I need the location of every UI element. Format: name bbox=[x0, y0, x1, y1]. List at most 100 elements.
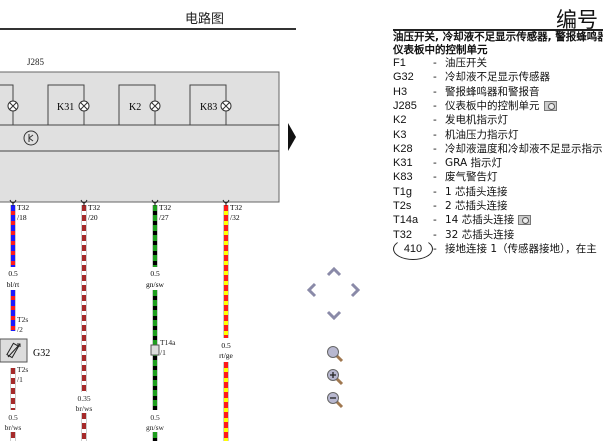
pan-up-icon[interactable] bbox=[326, 262, 342, 281]
legend-desc-text: 32 芯插头连接 bbox=[445, 228, 515, 241]
legend-dash: - bbox=[433, 99, 437, 112]
legend-desc-text: 1 芯插头连接 bbox=[445, 185, 508, 198]
wire-size: 0.35 bbox=[77, 394, 90, 403]
legend-dash: - bbox=[433, 200, 437, 212]
legend-title: 编号 bbox=[556, 8, 598, 32]
wire-color: br/ws bbox=[5, 423, 22, 432]
page-title: 电路图 bbox=[185, 12, 225, 27]
wire-color: gn/sw bbox=[146, 423, 165, 432]
lamp-label-k83: K83 bbox=[200, 102, 217, 113]
transistor-icon bbox=[23, 130, 39, 146]
legend-dash: - bbox=[433, 142, 437, 155]
pin-label: /32 bbox=[230, 213, 240, 222]
lamp-icon bbox=[7, 100, 19, 112]
pan-right-icon[interactable] bbox=[350, 282, 361, 302]
zoom-fit-icon[interactable] bbox=[326, 345, 344, 367]
legend-heading-line: 仪表板中的控制单元 bbox=[393, 43, 488, 56]
legend-dash: - bbox=[433, 71, 437, 84]
legend-code: H3 bbox=[393, 85, 408, 98]
legend-desc: 14 芯插头连接 bbox=[445, 213, 532, 227]
pin-label: /1 bbox=[17, 375, 23, 384]
camera-icon[interactable] bbox=[543, 100, 557, 111]
legend-desc-text: 废气警告灯 bbox=[445, 171, 498, 184]
legend-code: T14a bbox=[393, 214, 419, 227]
legend-dash: - bbox=[433, 228, 437, 241]
pan-down-icon[interactable] bbox=[326, 305, 342, 324]
legend-desc: 油压开关 bbox=[445, 56, 487, 70]
lamp-label-k2: K2 bbox=[129, 102, 141, 113]
legend-dash: - bbox=[433, 157, 437, 170]
connector-label: T2s bbox=[17, 315, 28, 324]
legend-dash: - bbox=[433, 85, 437, 98]
lamp-icon bbox=[149, 100, 161, 112]
lamp-icon bbox=[220, 100, 232, 112]
legend-desc-text: GRA 指示灯 bbox=[445, 157, 503, 170]
circuit-diagram[interactable]: J285 K31 K2 K83 T32/180.5bl/rtT32/20T32/… bbox=[0, 0, 390, 441]
legend-code: G32 bbox=[393, 71, 414, 84]
next-page-arrow-icon[interactable] bbox=[288, 123, 296, 151]
wire-size: 0.5 bbox=[8, 413, 18, 422]
legend-desc-text: 发电机指示灯 bbox=[445, 114, 508, 127]
connector-label: T32 bbox=[88, 203, 100, 212]
legend-dash: - bbox=[433, 185, 437, 198]
legend-desc-text: 机油压力指示灯 bbox=[445, 128, 519, 141]
connector-icon bbox=[9, 199, 17, 206]
legend-desc: 仪表板中的控制单元 bbox=[445, 99, 557, 113]
connector-label: T14a bbox=[160, 338, 176, 347]
pin-label: /1 bbox=[160, 348, 166, 357]
connector-icon bbox=[80, 199, 88, 206]
wire-color: gn/sw bbox=[146, 280, 165, 289]
connector-label: T32 bbox=[17, 203, 29, 212]
legend-desc-text: 油压开关 bbox=[445, 57, 487, 69]
legend-code: K3 bbox=[393, 128, 407, 141]
legend-code: K2 bbox=[393, 114, 407, 127]
legend-code: K83 bbox=[393, 171, 413, 184]
legend-desc: 警报蜂鸣器和警报音 bbox=[445, 85, 540, 99]
zoom-in-icon[interactable] bbox=[326, 368, 344, 390]
connector-icon bbox=[151, 199, 159, 206]
wire-color: bl/rt bbox=[7, 280, 20, 289]
wire-size: 0.5 bbox=[8, 269, 18, 278]
legend-dash: - bbox=[433, 214, 437, 227]
legend-desc: 冷却液温度和冷却液不足显示指示 bbox=[445, 142, 603, 156]
legend-desc: GRA 指示灯 bbox=[445, 156, 502, 170]
legend-dash: - bbox=[433, 242, 437, 255]
wire-color: br/ws bbox=[76, 404, 93, 413]
legend-code: T1g bbox=[393, 185, 412, 198]
wire-size: 0.5 bbox=[150, 413, 160, 422]
ground-point-icon: 410 bbox=[393, 237, 433, 260]
legend-code: K31 bbox=[393, 157, 413, 170]
legend-desc: 2 芯插头连接 bbox=[445, 199, 508, 213]
legend-desc: 机油压力指示灯 bbox=[445, 128, 519, 142]
connector-label: T32 bbox=[159, 203, 171, 212]
wire-size: 0.5 bbox=[221, 341, 231, 350]
legend-desc: 接地连接 1（传感器接地），在主 bbox=[445, 242, 597, 256]
legend-code: J285 bbox=[393, 99, 417, 112]
legend-heading-line: 油压开关, 冷却液不足显示传感器, 警报蜂鸣器 bbox=[393, 31, 603, 43]
lamp-icon bbox=[78, 100, 90, 112]
lamp-icons bbox=[7, 100, 232, 112]
connector-icon bbox=[222, 199, 230, 206]
zoom-out-icon[interactable] bbox=[326, 391, 344, 413]
title-divider bbox=[0, 28, 296, 30]
connector-t14a bbox=[150, 344, 160, 356]
legend-code: T32 bbox=[393, 228, 412, 241]
pin-label: /2 bbox=[17, 325, 23, 334]
legend-code: K28 bbox=[393, 142, 413, 155]
legend-dash: - bbox=[433, 57, 437, 69]
legend-dash: - bbox=[433, 128, 437, 141]
g32-label: G32 bbox=[33, 348, 50, 359]
pin-label: /27 bbox=[159, 213, 169, 222]
legend-desc-text: 2 芯插头连接 bbox=[445, 200, 508, 212]
legend-desc: 废气警告灯 bbox=[445, 170, 498, 184]
camera-icon[interactable] bbox=[518, 215, 532, 226]
legend-desc-text: 仪表板中的控制单元 bbox=[445, 99, 540, 112]
control-unit-label: J285 bbox=[27, 57, 45, 67]
control-unit-box bbox=[0, 71, 280, 203]
legend-desc: 32 芯插头连接 bbox=[445, 228, 514, 242]
legend-dash: - bbox=[433, 171, 437, 184]
pin-label: /18 bbox=[17, 213, 27, 222]
legend-divider bbox=[393, 29, 603, 31]
pan-left-icon[interactable] bbox=[306, 282, 317, 302]
connector-label: T2s bbox=[17, 365, 28, 374]
